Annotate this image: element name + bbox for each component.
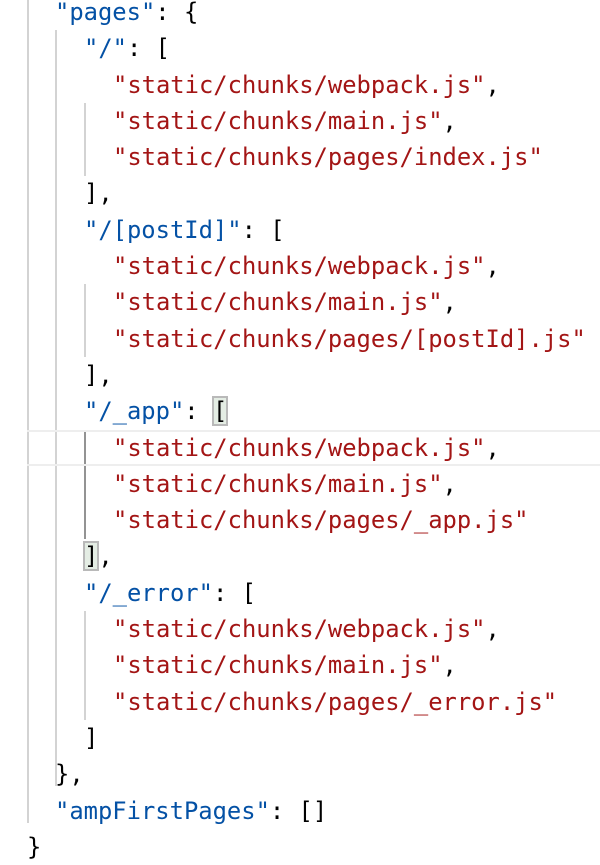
indent-guide-pages-root bbox=[84, 103, 86, 176]
json-key: "/_app" bbox=[84, 397, 185, 426]
json-key: "/" bbox=[84, 34, 127, 63]
json-punctuation: : bbox=[184, 397, 213, 426]
code-line-text: "ampFirstPages": [] bbox=[55, 793, 327, 829]
json-punctuation: ], bbox=[84, 360, 113, 389]
json-punctuation: ] bbox=[84, 723, 99, 752]
code-line-text: "/_error": [ bbox=[84, 575, 256, 611]
json-key: "ampFirstPages" bbox=[55, 796, 270, 825]
code-line[interactable]: "static/chunks/main.js", bbox=[0, 284, 600, 320]
json-string-value: "static/chunks/webpack.js" bbox=[113, 615, 486, 644]
code-line[interactable]: "static/chunks/webpack.js", bbox=[0, 429, 600, 467]
code-line-text: "static/chunks/webpack.js", bbox=[113, 430, 500, 466]
json-key: "/_error" bbox=[84, 578, 213, 607]
json-punctuation: , bbox=[442, 651, 457, 680]
code-line[interactable]: "/_app": [ bbox=[0, 393, 600, 429]
json-punctuation: }, bbox=[55, 760, 84, 789]
code-line-text: "static/chunks/main.js", bbox=[113, 103, 457, 139]
code-line[interactable]: "static/chunks/webpack.js", bbox=[0, 611, 600, 647]
code-line-text: }, bbox=[55, 756, 84, 792]
code-line[interactable]: "/": [ bbox=[0, 30, 600, 66]
code-line-text: "static/chunks/pages/[postId].js" bbox=[113, 321, 586, 357]
json-string-value: "static/chunks/webpack.js" bbox=[113, 252, 486, 281]
code-line[interactable]: "static/chunks/webpack.js", bbox=[0, 67, 600, 103]
json-punctuation: } bbox=[27, 832, 42, 861]
indent-guide-level-1 bbox=[27, 0, 29, 823]
code-line[interactable]: ], bbox=[0, 175, 600, 211]
code-line[interactable]: "/[postId]": [ bbox=[0, 212, 600, 248]
json-string-value: "static/chunks/pages/_error.js" bbox=[113, 687, 558, 716]
code-line-text: ], bbox=[82, 538, 113, 574]
json-string-value: "static/chunks/pages/index.js" bbox=[113, 143, 543, 172]
json-punctuation: : [ bbox=[212, 578, 256, 607]
code-line-text: "static/chunks/pages/_app.js" bbox=[113, 502, 528, 538]
json-punctuation: , bbox=[485, 252, 500, 281]
json-string-value: "static/chunks/webpack.js" bbox=[113, 433, 486, 462]
json-punctuation: : [ bbox=[241, 215, 285, 244]
json-punctuation: ], bbox=[84, 179, 113, 208]
json-punctuation: , bbox=[485, 433, 500, 462]
code-line-text: "/": [ bbox=[84, 30, 170, 66]
code-line[interactable]: }, bbox=[0, 756, 600, 792]
code-line[interactable]: } bbox=[0, 829, 600, 865]
code-line-text: ], bbox=[84, 175, 113, 211]
json-string-value: "static/chunks/pages/_app.js" bbox=[113, 506, 529, 535]
code-line-text: "static/chunks/webpack.js", bbox=[113, 611, 500, 647]
indent-guide-postid bbox=[84, 284, 86, 357]
json-string-value: "static/chunks/pages/[postId].js" bbox=[113, 324, 586, 353]
code-line[interactable]: "static/chunks/webpack.js", bbox=[0, 248, 600, 284]
code-line-text: "/_app": [ bbox=[84, 393, 229, 429]
json-string-value: "static/chunks/main.js" bbox=[113, 288, 443, 317]
indent-guide-error bbox=[84, 611, 86, 720]
code-line-text: "static/chunks/webpack.js", bbox=[113, 248, 500, 284]
code-line-text: ], bbox=[84, 357, 113, 393]
json-punctuation: , bbox=[442, 288, 457, 317]
code-line-text: "pages": { bbox=[55, 0, 198, 30]
json-string-value: "static/chunks/main.js" bbox=[113, 106, 443, 135]
bracket-match-highlight: ] bbox=[82, 541, 100, 572]
json-key: "pages" bbox=[55, 0, 156, 26]
json-string-value: "static/chunks/webpack.js" bbox=[113, 70, 486, 99]
code-line-text: } bbox=[27, 829, 41, 865]
code-line[interactable]: "static/chunks/pages/[postId].js" bbox=[0, 321, 600, 357]
json-punctuation: : [ bbox=[126, 34, 170, 63]
code-line[interactable]: ] bbox=[0, 720, 600, 756]
json-punctuation: , bbox=[98, 542, 113, 571]
code-line[interactable]: "static/chunks/pages/_app.js" bbox=[0, 502, 600, 538]
bracket-match-highlight: [ bbox=[211, 396, 229, 427]
json-key: "/[postId]" bbox=[84, 215, 242, 244]
code-line[interactable]: "static/chunks/main.js", bbox=[0, 647, 600, 683]
indent-guide-app-active bbox=[84, 430, 86, 539]
code-line[interactable]: "static/chunks/main.js", bbox=[0, 103, 600, 139]
json-punctuation: , bbox=[485, 70, 500, 99]
json-punctuation: , bbox=[442, 106, 457, 135]
code-line[interactable]: "ampFirstPages": [] bbox=[0, 793, 600, 829]
code-line-text: "static/chunks/pages/index.js" bbox=[113, 139, 543, 175]
code-line[interactable]: "pages": { bbox=[0, 0, 600, 30]
code-line-text: "static/chunks/main.js", bbox=[113, 466, 457, 502]
code-line[interactable]: ], bbox=[0, 538, 600, 574]
json-punctuation: : { bbox=[155, 0, 199, 26]
json-punctuation: : [] bbox=[269, 796, 328, 825]
code-line-text: "/[postId]": [ bbox=[84, 212, 285, 248]
code-line[interactable]: "/_error": [ bbox=[0, 575, 600, 611]
code-line-text: "static/chunks/main.js", bbox=[113, 284, 457, 320]
code-line-text: ] bbox=[84, 720, 98, 756]
json-string-value: "static/chunks/main.js" bbox=[113, 651, 443, 680]
code-line-text: "static/chunks/main.js", bbox=[113, 647, 457, 683]
code-line-text: "static/chunks/webpack.js", bbox=[113, 67, 500, 103]
code-line[interactable]: "static/chunks/main.js", bbox=[0, 466, 600, 502]
indent-guide-level-2 bbox=[55, 30, 57, 786]
json-punctuation: , bbox=[485, 615, 500, 644]
code-line[interactable]: "static/chunks/pages/_error.js" bbox=[0, 684, 600, 720]
code-line[interactable]: ], bbox=[0, 357, 600, 393]
json-punctuation: , bbox=[442, 469, 457, 498]
json-string-value: "static/chunks/main.js" bbox=[113, 469, 443, 498]
code-line-text: "static/chunks/pages/_error.js" bbox=[113, 684, 557, 720]
code-line[interactable]: "static/chunks/pages/index.js" bbox=[0, 139, 600, 175]
